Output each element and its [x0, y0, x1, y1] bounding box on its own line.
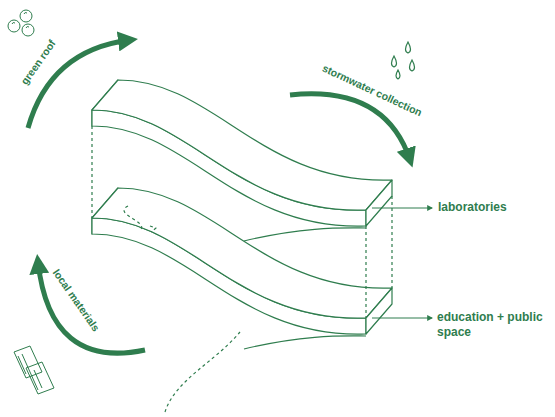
slab-notch [244, 336, 366, 349]
bubbles-icon [8, 10, 34, 36]
slab-end [366, 180, 392, 226]
path-line [165, 332, 240, 412]
slab-notch [244, 228, 366, 241]
materials-arrow [38, 262, 145, 353]
guide-line [365, 226, 366, 318]
space-label: education + public space [437, 310, 552, 340]
materials-icon [14, 346, 54, 394]
leader-line [372, 208, 432, 209]
drops-icon [392, 42, 415, 79]
space-label: laboratories [438, 200, 507, 215]
guide-line [91, 126, 92, 218]
leader-line [372, 318, 432, 319]
slab-end [366, 288, 392, 334]
guide-line [391, 196, 392, 288]
path-line [124, 206, 156, 232]
